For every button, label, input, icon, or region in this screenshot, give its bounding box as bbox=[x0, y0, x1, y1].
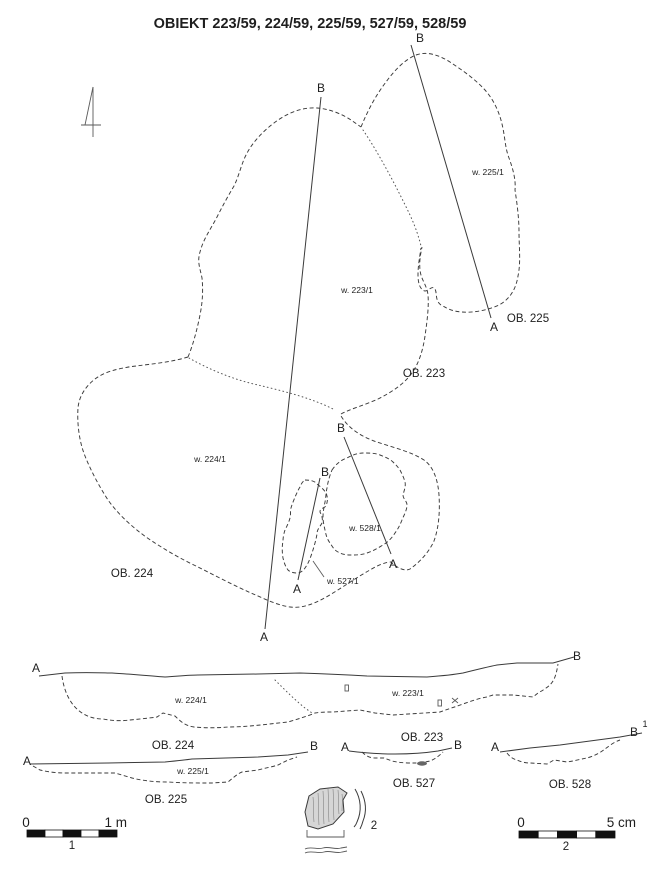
ob223-outline bbox=[187, 107, 362, 358]
plan-label-w528: w. 528/1 bbox=[348, 523, 381, 533]
section-line-223-224 bbox=[264, 96, 322, 630]
profile2-cut-line bbox=[32, 756, 298, 784]
profile4-label-ob528: OB. 528 bbox=[549, 779, 591, 791]
figure-number-1: 1 bbox=[69, 840, 75, 852]
boundary-223-224-dotted bbox=[188, 357, 336, 411]
marker-a-line528: A bbox=[389, 557, 397, 571]
plan-view: B A B A B A B A w. 225/1 w. 223/1 w. 224… bbox=[77, 31, 549, 644]
profile1-label-w223: w. 223/1 bbox=[391, 688, 424, 698]
profile4-marker-a: A bbox=[491, 740, 499, 754]
profile1-marker-a: A bbox=[32, 661, 40, 675]
profile1-cut-line bbox=[61, 663, 559, 729]
profile3-cut-line bbox=[361, 751, 444, 764]
profile4-cut-line bbox=[506, 739, 621, 765]
profile2-label-w225: w. 225/1 bbox=[176, 766, 209, 776]
profile1-find-symbol-1 bbox=[344, 684, 349, 692]
profile4-surface-line bbox=[499, 732, 643, 753]
section-line-527 bbox=[297, 477, 321, 581]
scale-plan-zero-label: 0 bbox=[22, 815, 30, 830]
section-line-225 bbox=[410, 44, 492, 319]
profile1-label-ob223: OB. 223 bbox=[401, 732, 443, 744]
profile-225: A B w. 225/1 OB. 225 bbox=[23, 739, 318, 806]
find-bracket-line bbox=[306, 830, 345, 838]
profile3-label-ob527: OB. 527 bbox=[393, 778, 435, 790]
profile2-label-ob225: OB. 225 bbox=[145, 794, 187, 806]
scale-find-max-label: 5 cm bbox=[607, 815, 636, 830]
pottery-sherd-face bbox=[304, 786, 348, 830]
profile1-find-symbol-2 bbox=[437, 699, 442, 707]
scale-plan-max-label: 1 m bbox=[104, 815, 127, 830]
scale-find-zero-label: 0 bbox=[517, 815, 525, 830]
pottery-find-drawing: 2 bbox=[304, 786, 377, 854]
marker-a-line527: A bbox=[293, 582, 301, 596]
pottery-sherd-texture bbox=[312, 788, 343, 826]
scale-find-bar bbox=[518, 830, 616, 839]
figure-number-2: 2 bbox=[563, 841, 569, 853]
ob225-outline bbox=[360, 52, 521, 313]
vessel-profile-arc-outer bbox=[353, 788, 361, 828]
plan-label-ob223: OB. 223 bbox=[403, 368, 445, 380]
vessel-profile-arc-inner bbox=[359, 790, 366, 830]
section-line-528 bbox=[343, 436, 392, 555]
profile3-surface-line bbox=[348, 747, 453, 755]
marker-b-line1: B bbox=[317, 81, 325, 95]
ob528-outline bbox=[322, 452, 408, 556]
north-arrow-icon bbox=[81, 86, 101, 137]
profile2-marker-a: A bbox=[23, 754, 31, 768]
marker-a-line225: A bbox=[490, 320, 498, 334]
plan-label-w225: w. 225/1 bbox=[471, 167, 504, 177]
plan-label-ob224: OB. 224 bbox=[111, 568, 154, 580]
profile1-surface-line bbox=[38, 656, 575, 678]
profile-528: A B 1 OB. 528 bbox=[491, 719, 648, 791]
north-arrow-edge bbox=[84, 86, 94, 126]
marker-b-line225: B bbox=[416, 31, 424, 45]
ob224-outline bbox=[77, 356, 440, 608]
scale-bar-plan: 0 1 m 1 bbox=[22, 815, 127, 852]
profile1-label-ob224: OB. 224 bbox=[152, 740, 195, 752]
plan-label-ob225: OB. 225 bbox=[507, 313, 549, 325]
profile1-label-w224: w. 224/1 bbox=[174, 695, 207, 705]
plan-label-w223: w. 223/1 bbox=[340, 285, 373, 295]
ob223-right-outline bbox=[340, 246, 429, 415]
find-wavy-line-2 bbox=[304, 850, 348, 854]
w527-leader-line bbox=[312, 560, 325, 578]
plate-title: OBIEKT 223/59, 224/59, 225/59, 527/59, 5… bbox=[154, 16, 467, 32]
profile4-marker-b-superscript: 1 bbox=[642, 719, 647, 729]
scale-bar-find: 0 5 cm 2 bbox=[517, 815, 636, 853]
profile1-marker-b: B bbox=[573, 649, 581, 663]
find-wavy-line-1 bbox=[304, 846, 348, 850]
profile3-marker-a: A bbox=[341, 740, 349, 754]
plan-label-w224: w. 224/1 bbox=[193, 454, 226, 464]
marker-b-line528: B bbox=[337, 421, 345, 435]
profile4-marker-b: B bbox=[630, 725, 638, 739]
plan-label-w527: w. 527/1 bbox=[326, 576, 359, 586]
profile1-find-symbol-3 bbox=[451, 697, 459, 704]
marker-a-line1: A bbox=[260, 630, 268, 644]
profile2-marker-b: B bbox=[310, 739, 318, 753]
boundary-223-225-dotted bbox=[362, 129, 422, 247]
profile1-layer-divider-dotted bbox=[274, 679, 313, 714]
profile-223-224: A B w. 224/1 w. 223/1 OB. 224 OB. 223 bbox=[32, 649, 581, 752]
marker-b-line527: B bbox=[321, 465, 329, 479]
ob527-outline bbox=[281, 479, 328, 574]
profile-527: A B OB. 527 bbox=[341, 738, 462, 790]
scale-plan-bar bbox=[26, 829, 118, 838]
profile3-hatched-lens bbox=[417, 761, 427, 766]
profile3-marker-b: B bbox=[454, 738, 462, 752]
find-number-label: 2 bbox=[371, 820, 377, 832]
profile2-surface-line bbox=[29, 751, 309, 765]
